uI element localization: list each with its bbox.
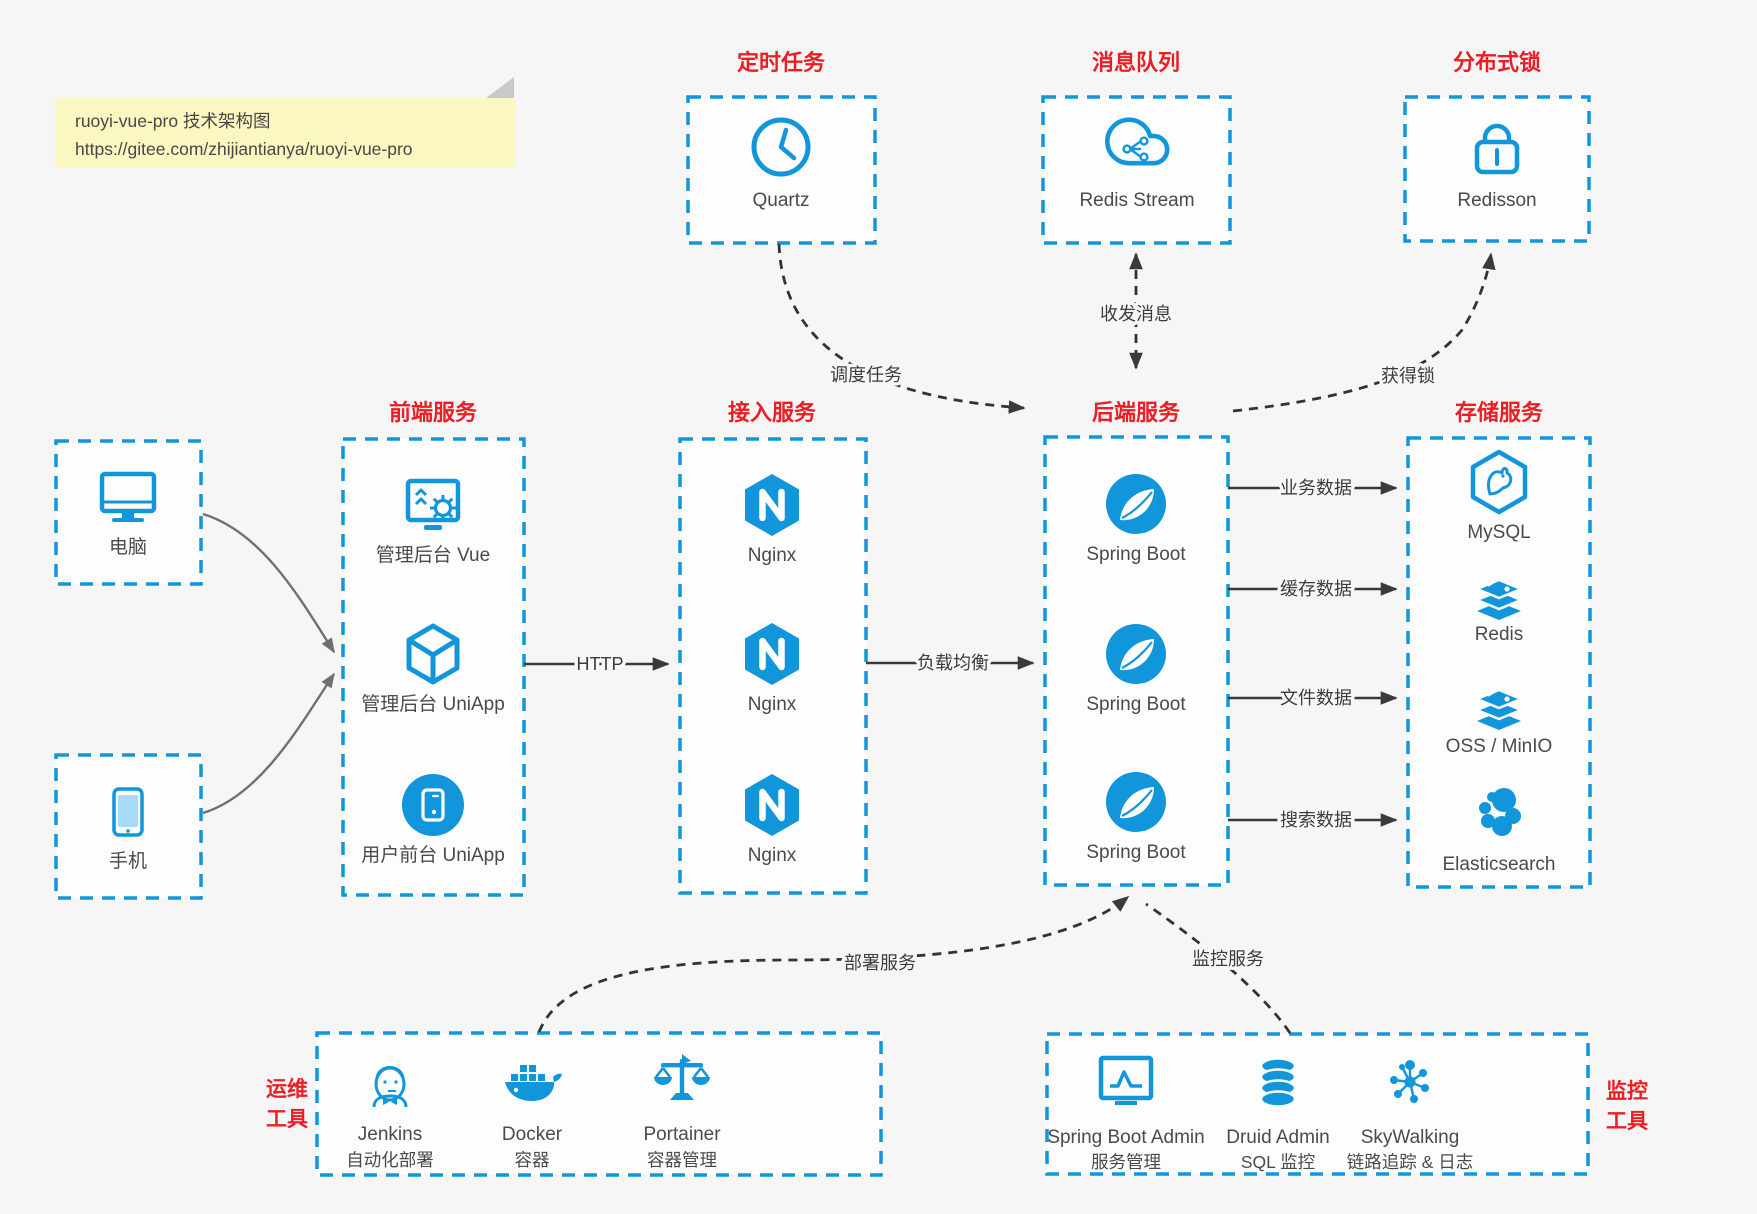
- cube-icon: [406, 623, 460, 685]
- spring-boot-label-2: Spring Boot: [1086, 694, 1186, 715]
- ops-tools-box: [315, 1031, 883, 1177]
- storage-title: 存储服务: [1455, 400, 1544, 425]
- phone-label: 手机: [109, 850, 147, 872]
- spring-boot-admin-icon: [1098, 1055, 1154, 1105]
- edge-monitor-service: [1145, 902, 1292, 1034]
- admin-vue-label: 管理后台 Vue: [376, 544, 490, 566]
- oss-minio-icon: [1473, 688, 1525, 730]
- note-title: ruoyi-vue-pro 技术架构图: [75, 111, 270, 131]
- edge-label-deploy-service: 部署服务: [844, 953, 916, 973]
- portainer-label: Portainer: [643, 1124, 721, 1145]
- edge-label-http: HTTP: [577, 654, 624, 674]
- druid-label: Druid Admin: [1226, 1127, 1330, 1148]
- elasticsearch-icon: [1479, 788, 1521, 836]
- portainer-icon: [654, 1054, 710, 1100]
- pc-label: 电脑: [109, 536, 147, 558]
- jenkins-label: Jenkins: [358, 1124, 422, 1145]
- lock-icon: [1474, 123, 1520, 175]
- docker-label: Docker: [502, 1124, 563, 1145]
- gateway-title: 接入服务: [728, 400, 817, 425]
- scheduled-tasks-title: 定时任务: [737, 50, 826, 75]
- mysql-icon: [1470, 449, 1528, 515]
- edge-acquire-lock: [1232, 252, 1496, 413]
- message-queue-title: 消息队列: [1092, 50, 1180, 75]
- edge-deploy-service: [537, 895, 1130, 1033]
- edge-label-monitor-service: 监控服务: [1192, 949, 1264, 969]
- druid-icon: [1259, 1057, 1297, 1108]
- spring-boot-admin-desc: 服务管理: [1091, 1152, 1161, 1172]
- docker-desc: 容器: [515, 1150, 550, 1170]
- redisson-label: Redisson: [1457, 190, 1536, 211]
- spring-boot-icon: [1106, 474, 1166, 534]
- spring-boot-icon: [1106, 772, 1166, 832]
- nginx-label-1: Nginx: [748, 545, 797, 566]
- edge-pc-to-frontend: [202, 512, 336, 654]
- redis-stream-label: Redis Stream: [1079, 190, 1194, 211]
- nginx-label-3: Nginx: [748, 845, 797, 866]
- frontend-title: 前端服务: [389, 400, 478, 425]
- edge-label-business-data: 业务数据: [1280, 478, 1352, 498]
- edge-label-load-balance: 负载均衡: [917, 653, 989, 673]
- edge-label-cache-data: 缓存数据: [1280, 579, 1352, 599]
- spring-boot-label-3: Spring Boot: [1086, 842, 1186, 863]
- nginx-icon: [745, 474, 799, 536]
- ops-tools-label-line2: 工具: [266, 1108, 308, 1131]
- distributed-lock-box: [1403, 95, 1591, 243]
- jenkins-desc: 自动化部署: [346, 1150, 434, 1170]
- ops-tools-label-line1: 运维: [266, 1077, 308, 1101]
- admin-vue-icon: [405, 478, 461, 530]
- redis-icon: [1473, 578, 1525, 620]
- admin-uniapp-label: 管理后台 UniApp: [361, 693, 505, 715]
- clock-icon: [751, 117, 811, 177]
- backend-title: 后端服务: [1092, 400, 1181, 425]
- user-uniapp-label: 用户前台 UniApp: [361, 844, 505, 866]
- edge-label-send-receive-msg: 收发消息: [1100, 304, 1172, 324]
- elasticsearch-label: Elasticsearch: [1443, 854, 1556, 875]
- skywalking-desc: 链路追踪 & 日志: [1347, 1152, 1473, 1172]
- portainer-desc: 容器管理: [647, 1150, 717, 1170]
- redis-label: Redis: [1475, 624, 1524, 645]
- skywalking-label: SkyWalking: [1361, 1127, 1460, 1148]
- spring-boot-label-1: Spring Boot: [1086, 544, 1186, 565]
- mysql-label: MySQL: [1467, 522, 1530, 543]
- edge-phone-to-frontend: [202, 672, 335, 815]
- druid-desc: SQL 监控: [1241, 1152, 1315, 1172]
- note-background: [55, 98, 516, 168]
- spring-boot-admin-label: Spring Boot Admin: [1047, 1127, 1204, 1148]
- nginx-icon: [745, 623, 799, 685]
- docker-icon: [505, 1065, 562, 1101]
- edge-schedule-task: [777, 243, 1026, 414]
- skywalking-icon: [1390, 1060, 1429, 1103]
- nginx-label-2: Nginx: [748, 694, 797, 715]
- monitor-tools-label-line1: 监控: [1606, 1079, 1648, 1103]
- edge-label-search-data: 搜索数据: [1280, 810, 1352, 830]
- nginx-icon: [745, 774, 799, 836]
- quartz-label: Quartz: [752, 190, 809, 211]
- note-url: https://gitee.com/zhijiantianya/ruoyi-vu…: [75, 139, 413, 159]
- monitor-tools-label-line2: 工具: [1606, 1110, 1648, 1133]
- user-app-icon: [402, 774, 464, 836]
- note-fold-corner: [486, 77, 514, 98]
- mobile-icon: [112, 787, 144, 837]
- distributed-lock-title: 分布式锁: [1453, 50, 1541, 75]
- jenkins-icon: [372, 1066, 408, 1108]
- cloud-stream-icon: [1105, 117, 1170, 166]
- desktop-icon: [99, 471, 157, 522]
- edge-label-acquire-lock: 获得锁: [1381, 366, 1435, 386]
- edge-label-schedule-task: 调度任务: [830, 365, 902, 385]
- edge-label-file-data: 文件数据: [1280, 688, 1352, 708]
- oss-minio-label: OSS / MinIO: [1446, 736, 1553, 757]
- spring-boot-icon: [1106, 624, 1166, 684]
- sticky-note: ruoyi-vue-pro 技术架构图 https://gitee.com/zh…: [55, 77, 516, 168]
